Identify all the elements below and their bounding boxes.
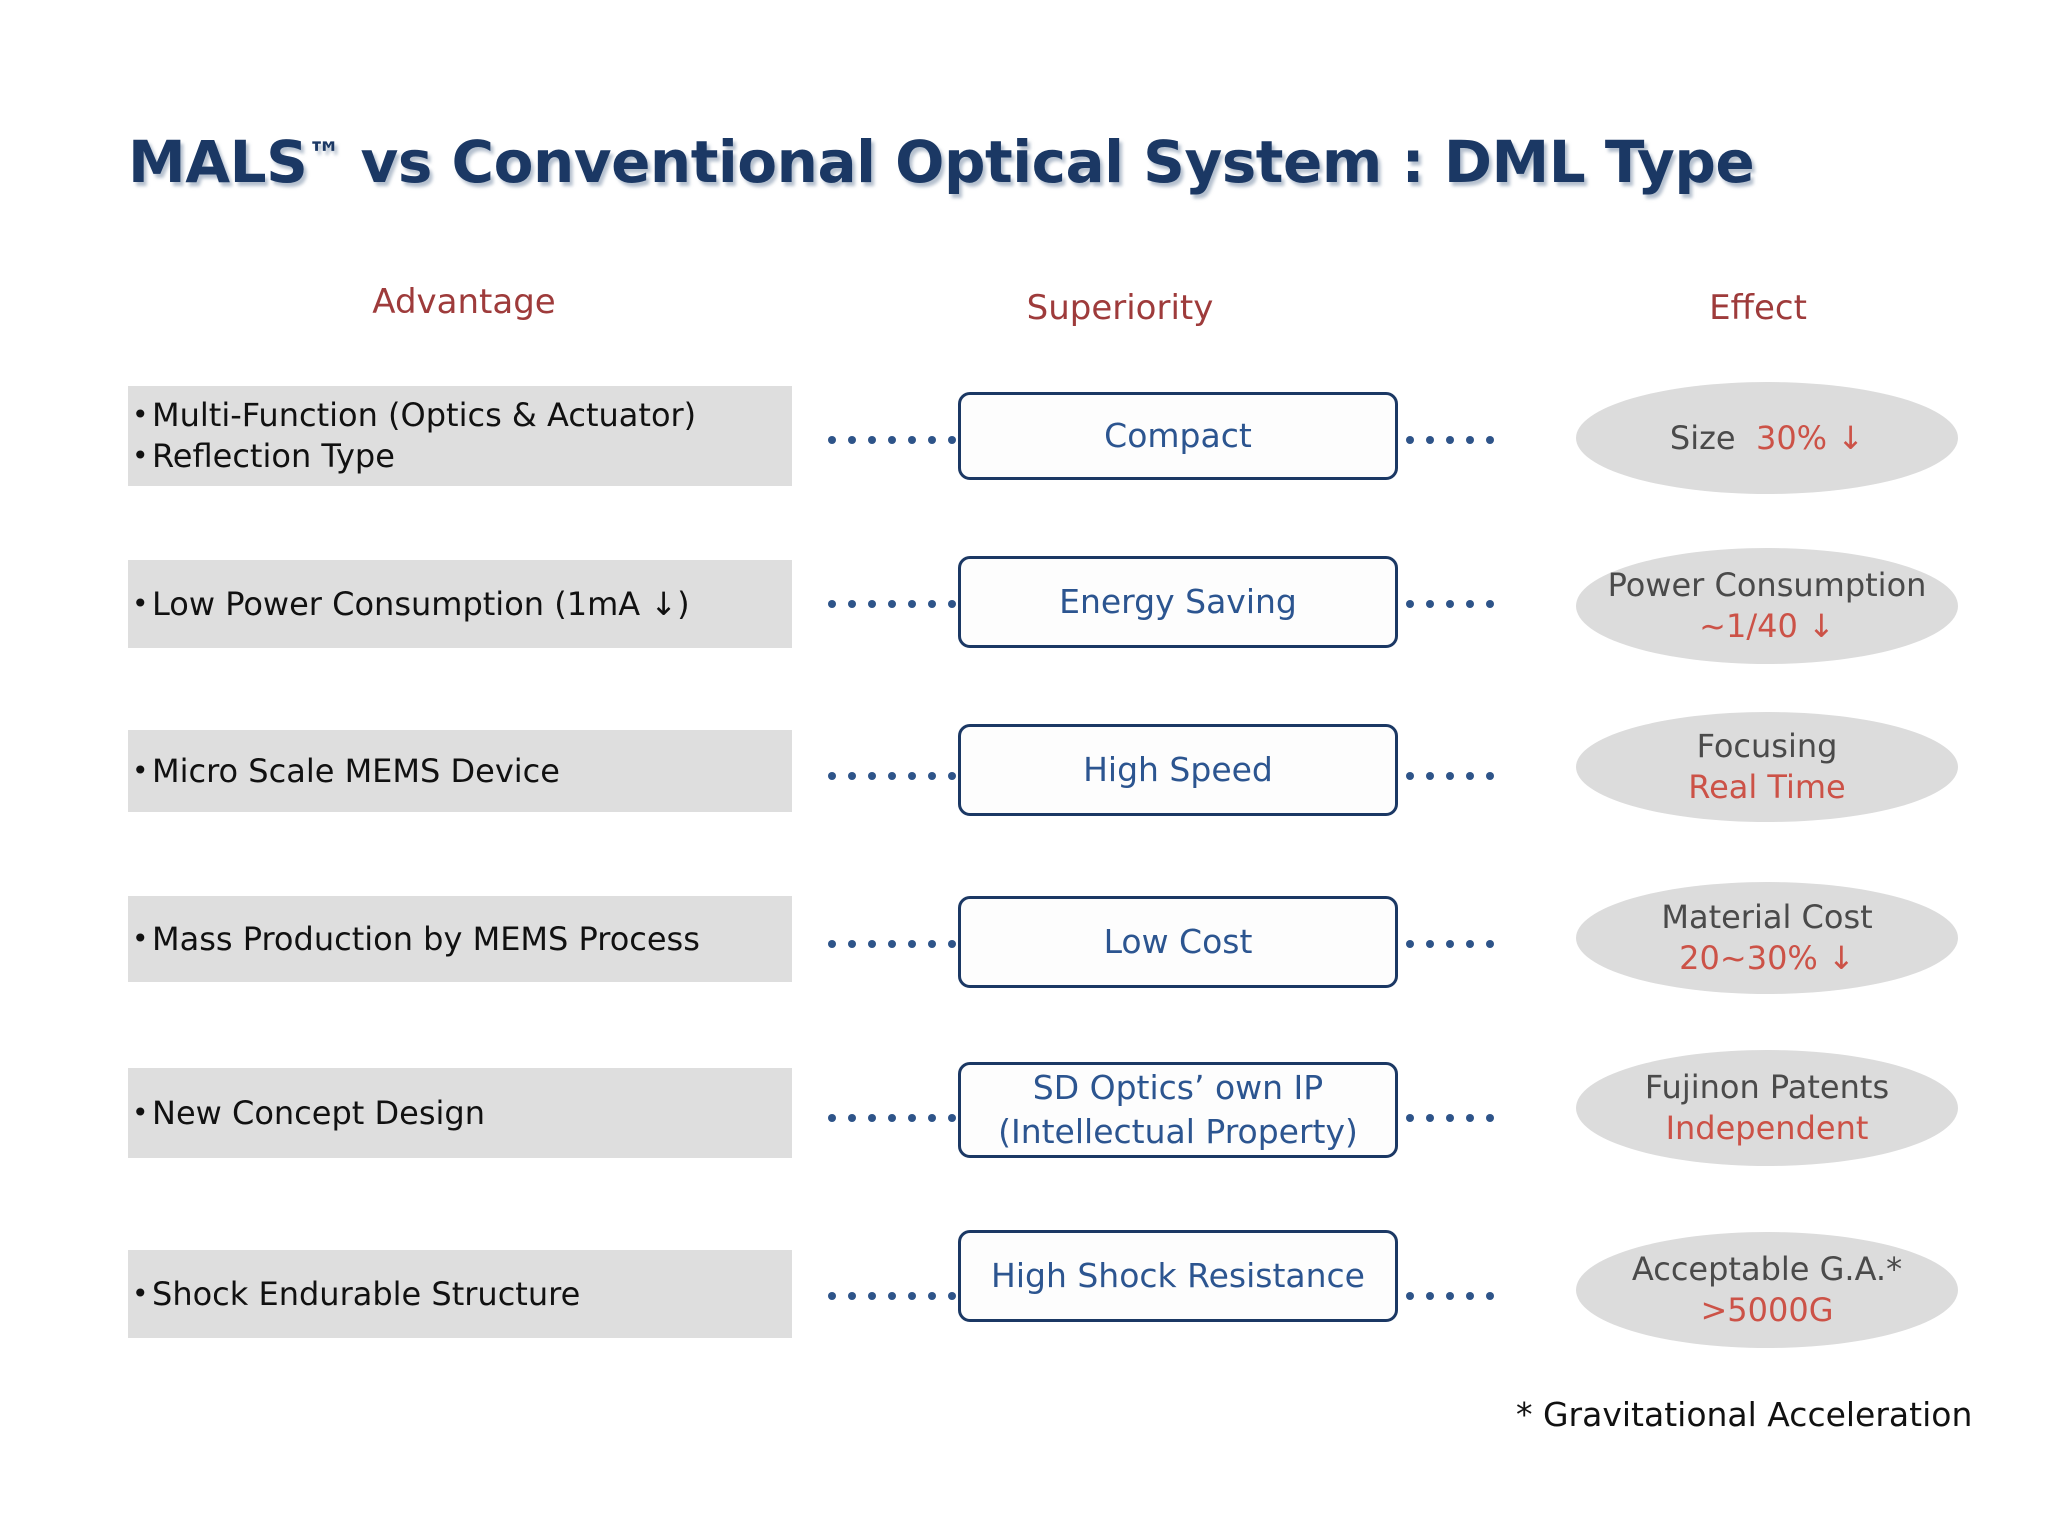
- connector-dots-right: [1406, 772, 1494, 780]
- effect-label: Focusing: [1697, 726, 1838, 767]
- superiority-box[interactable]: Low Cost: [958, 896, 1398, 988]
- title-text-main: MALS: [128, 128, 308, 196]
- effect-value: Real Time: [1688, 768, 1846, 806]
- footnote: * Gravitational Acceleration: [1516, 1395, 1973, 1434]
- advantage-panel: Mass Production by MEMS Process: [128, 896, 792, 982]
- connector-dots-right: [1406, 436, 1494, 444]
- superiority-box[interactable]: High Shock Resistance: [958, 1230, 1398, 1322]
- superiority-label: Compact: [1104, 416, 1252, 455]
- superiority-label: Low Cost: [1103, 922, 1253, 961]
- effect-label: Fujinon Patents: [1645, 1067, 1889, 1108]
- connector-dots-right: [1406, 1114, 1494, 1122]
- connector-dots-right: [1406, 600, 1494, 608]
- connector-dots-left: [828, 772, 976, 780]
- superiority-box[interactable]: SD Optics’ own IP (Intellectual Property): [958, 1062, 1398, 1158]
- effect-value: ~1/40 ↓: [1699, 607, 1835, 645]
- effect-label-text: Focusing: [1696, 727, 1838, 765]
- connector-dots-left: [828, 1114, 976, 1122]
- effect-label-text: Size: [1669, 418, 1736, 457]
- superiority-label: SD Optics’ own IP: [1032, 1068, 1324, 1107]
- advantage-item: Reflection Type: [128, 435, 792, 477]
- connector-dots-left: [828, 436, 976, 444]
- superiority-box[interactable]: Compact: [958, 392, 1398, 480]
- page-title: MALS™ vs Conventional Optical System : D…: [128, 128, 1755, 196]
- connector-dots-left: [828, 1292, 976, 1300]
- advantage-panel: Shock Endurable Structure: [128, 1250, 792, 1338]
- advantage-panel: Multi-Function (Optics & Actuator)Reflec…: [128, 386, 792, 486]
- effect-label: Size 30% ↓: [1670, 418, 1864, 459]
- advantage-panel: Low Power Consumption (1mA ↓): [128, 560, 792, 648]
- advantage-item: Mass Production by MEMS Process: [128, 918, 792, 960]
- advantage-item: New Concept Design: [128, 1092, 792, 1134]
- effect-ellipse: Power Consumption~1/40 ↓: [1576, 548, 1958, 664]
- column-header-advantage: Advantage: [372, 282, 556, 322]
- effect-value: Independent: [1665, 1109, 1869, 1147]
- superiority-label: Energy Saving: [1059, 582, 1297, 621]
- advantage-item: Micro Scale MEMS Device: [128, 750, 792, 792]
- connector-dots-right: [1406, 940, 1494, 948]
- connector-dots-right: [1406, 1292, 1494, 1300]
- effect-label: Power Consumption: [1608, 565, 1927, 606]
- effect-label: Acceptable G.A.*: [1632, 1249, 1902, 1290]
- advantage-item: Low Power Consumption (1mA ↓): [128, 583, 792, 625]
- superiority-box[interactable]: Energy Saving: [958, 556, 1398, 648]
- effect-label-text: Acceptable G.A.*: [1631, 1250, 1903, 1288]
- effect-label-text: Power Consumption: [1607, 566, 1927, 604]
- effect-value: 20~30% ↓: [1679, 939, 1855, 977]
- connector-dots-left: [828, 940, 976, 948]
- effect-ellipse: Size 30% ↓: [1576, 382, 1958, 494]
- advantage-item: Shock Endurable Structure: [128, 1273, 792, 1315]
- trademark-icon: ™: [307, 135, 341, 175]
- advantage-panel: Micro Scale MEMS Device: [128, 730, 792, 812]
- superiority-label: High Shock Resistance: [991, 1256, 1365, 1295]
- effect-value-inline: 30% ↓: [1755, 418, 1865, 457]
- advantage-panel: New Concept Design: [128, 1068, 792, 1158]
- effect-value: >5000G: [1700, 1291, 1834, 1329]
- superiority-label: High Speed: [1083, 750, 1273, 789]
- effect-ellipse: Acceptable G.A.*>5000G: [1576, 1232, 1958, 1348]
- effect-label: Material Cost: [1661, 897, 1872, 938]
- title-text-rest: vs Conventional Optical System : DML Typ…: [340, 128, 1755, 196]
- effect-label-text: Material Cost: [1661, 898, 1873, 936]
- superiority-box[interactable]: High Speed: [958, 724, 1398, 816]
- superiority-label: (Intellectual Property): [998, 1112, 1358, 1151]
- column-header-superiority: Superiority: [1026, 288, 1214, 328]
- column-header-effect: Effect: [1709, 288, 1807, 328]
- advantage-item: Multi-Function (Optics & Actuator): [128, 394, 792, 436]
- connector-dots-left: [828, 600, 976, 608]
- effect-label-text: Fujinon Patents: [1644, 1068, 1890, 1106]
